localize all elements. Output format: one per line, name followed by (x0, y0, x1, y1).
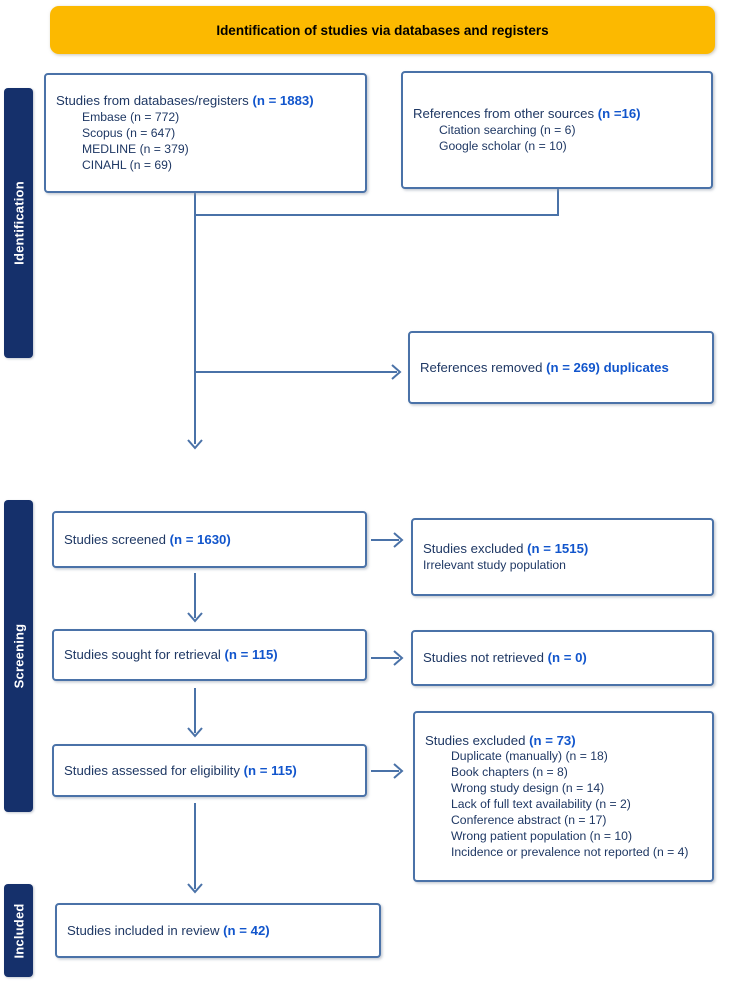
box-other-sources-title-text: References from other sources (413, 106, 598, 122)
box-excluded-screening-title-text: Studies excluded (423, 541, 528, 557)
connector-sought-to-not-retrieved (371, 657, 399, 659)
box-excluded-screening-title: Studies excluded (n = 1515) (423, 540, 702, 558)
stage-bar-identification: Identification (4, 88, 33, 358)
arrowhead-duplicates (391, 364, 402, 380)
arrowhead-to-sought (187, 612, 203, 623)
connector-databases-drop (194, 193, 196, 215)
box-not-retrieved: Studies not retrieved (n = 0) (411, 630, 714, 686)
box-assessed-title: Studies assessed for eligibility (n = 11… (64, 762, 355, 780)
box-duplicates-title-text: References removed (420, 359, 547, 375)
connector-sought-to-assessed (194, 688, 196, 733)
list-item: Irrelevant study population (423, 557, 566, 572)
identification-banner: Identification of studies via databases … (50, 6, 715, 54)
box-not-retrieved-title-text: Studies not retrieved (423, 650, 548, 666)
arrowhead-sought-not-retrieved (393, 650, 404, 666)
box-sought-for-retrieval: Studies sought for retrieval (n = 115) (52, 629, 367, 681)
box-databases-count: (n = 1883) (252, 93, 314, 109)
stage-label-included: Included (11, 902, 26, 959)
stage-bar-included: Included (4, 884, 33, 977)
connector-merge-horizontal (194, 214, 559, 216)
list-item: Wrong patient population (n = 10) (451, 829, 633, 844)
box-other-sources-items: Citation searching (n = 6) Google schola… (413, 123, 701, 155)
stage-label-identification: Identification (11, 181, 26, 265)
box-excluded-screening: Studies excluded (n = 1515) Irrelevant s… (411, 518, 714, 596)
box-excluded-screening-items: Irrelevant study population (423, 558, 702, 574)
connector-duplicates-branch (194, 371, 397, 373)
box-duplicates-count: (n = 269) duplicates (546, 359, 669, 375)
box-databases-items: Embase (n = 772) Scopus (n = 647) MEDLIN… (56, 110, 355, 174)
list-item: Duplicate (manually) (n = 18) (451, 749, 608, 764)
list-item: Lack of full text availability (n = 2) (451, 797, 631, 812)
box-not-retrieved-title: Studies not retrieved (n = 0) (423, 649, 702, 667)
box-duplicates-title: References removed (n = 269) duplicates (420, 359, 702, 377)
box-sought-title-text: Studies sought for retrieval (64, 647, 225, 663)
box-databases-registers: Studies from databases/registers (n = 18… (44, 73, 367, 193)
box-excluded-eligibility-count: (n = 73) (529, 732, 576, 748)
list-item: Wrong study design (n = 14) (451, 781, 605, 796)
list-item: Google scholar (n = 10) (439, 138, 567, 153)
connector-main-spine (194, 214, 196, 444)
arrowhead-assessed-excluded (393, 763, 404, 779)
box-assessed-count: (n = 115) (243, 762, 297, 778)
box-studies-screened: Studies screened (n = 1630) (52, 511, 367, 568)
connector-other-sources-drop (557, 189, 559, 215)
box-included-count: (n = 42) (223, 922, 270, 938)
arrowhead-screened-excluded (393, 532, 404, 548)
box-excluded-eligibility-title-text: Studies excluded (425, 732, 530, 748)
list-item: Book chapters (n = 8) (451, 765, 568, 780)
box-excluded-eligibility-title: Studies excluded (n = 73) (425, 732, 702, 750)
box-duplicates-removed: References removed (n = 269) duplicates (408, 331, 714, 404)
box-excluded-eligibility: Studies excluded (n = 73) Duplicate (man… (413, 711, 714, 882)
box-screened-title-text: Studies screened (64, 531, 170, 547)
list-item: Scopus (n = 647) (82, 125, 176, 140)
arrowhead-to-screened (187, 439, 203, 450)
list-item: MEDLINE (n = 379) (82, 141, 189, 156)
box-excluded-screening-count: (n = 1515) (527, 541, 589, 557)
list-item: CINAHL (n = 69) (82, 157, 172, 172)
banner-title: Identification of studies via databases … (216, 22, 549, 38)
box-included-title-text: Studies included in review (67, 922, 224, 938)
box-databases-title-text: Studies from databases/registers (56, 93, 253, 109)
box-not-retrieved-count: (n = 0) (547, 650, 587, 666)
list-item: Incidence or prevalence not reported (n … (451, 845, 689, 860)
list-item: Conference abstract (n = 17) (451, 813, 607, 828)
connector-screened-to-excluded (371, 539, 399, 541)
stage-label-screening: Screening (11, 623, 26, 689)
box-assessed-title-text: Studies assessed for eligibility (64, 762, 244, 778)
list-item: Embase (n = 772) (82, 109, 180, 124)
box-screened-count: (n = 1630) (169, 531, 231, 547)
box-other-sources-title: References from other sources (n =16) (413, 105, 701, 123)
arrowhead-to-included (187, 883, 203, 894)
list-item: Citation searching (n = 6) (439, 122, 576, 137)
connector-assessed-to-excluded (371, 770, 399, 772)
box-included-in-review: Studies included in review (n = 42) (55, 903, 381, 958)
box-excluded-eligibility-items: Duplicate (manually) (n = 18) Book chapt… (425, 749, 702, 861)
stage-bar-screening: Screening (4, 500, 33, 812)
box-databases-title: Studies from databases/registers (n = 18… (56, 92, 355, 110)
box-sought-title: Studies sought for retrieval (n = 115) (64, 646, 355, 664)
box-sought-count: (n = 115) (224, 647, 278, 663)
box-included-title: Studies included in review (n = 42) (67, 922, 369, 940)
box-other-sources: References from other sources (n =16) Ci… (401, 71, 713, 189)
box-assessed-eligibility: Studies assessed for eligibility (n = 11… (52, 744, 367, 797)
connector-assessed-to-included (194, 803, 196, 889)
box-other-sources-count: (n =16) (597, 106, 641, 122)
box-screened-title: Studies screened (n = 1630) (64, 531, 355, 549)
connector-screened-to-sought (194, 573, 196, 618)
arrowhead-to-assessed (187, 727, 203, 738)
